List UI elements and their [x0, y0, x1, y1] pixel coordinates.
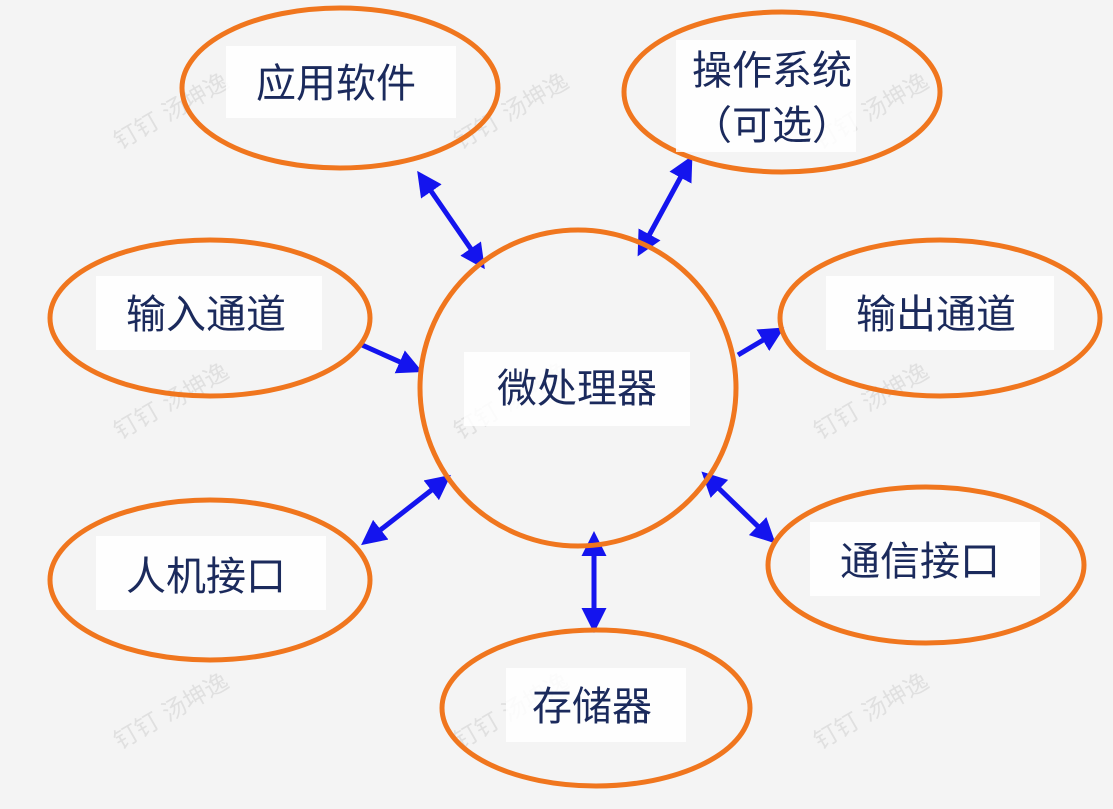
- watermark: 钉钉 汤坤逸: [449, 67, 574, 155]
- app-software-label: 应用软件: [256, 61, 416, 107]
- label-box: [464, 352, 690, 426]
- output-channel-label: 输出通道: [856, 292, 1016, 338]
- label-box: [96, 536, 326, 610]
- center-label: 微处理器: [497, 366, 657, 412]
- node-app-software: 应用软件: [179, 5, 501, 171]
- node-hmi: 人机接口: [47, 497, 373, 663]
- label-box: [826, 276, 1054, 350]
- arrow-os: [637, 155, 693, 257]
- label-box: [506, 668, 686, 742]
- center-circle: [417, 227, 739, 549]
- memory-label: 存储器: [532, 684, 652, 730]
- arrow-input-channel: [360, 342, 423, 374]
- node-comm-interface: 通信接口: [765, 484, 1087, 646]
- node-memory: 存储器: [439, 627, 753, 789]
- watermark: 钉钉 汤坤逸: [109, 67, 234, 155]
- node-ellipse: [47, 497, 373, 663]
- arrows: [360, 155, 785, 633]
- watermark: 钉钉 汤坤逸: [809, 357, 934, 445]
- label-box: [96, 276, 322, 350]
- hmi-label: 人机接口: [126, 554, 286, 600]
- arrow-output-channel: [736, 327, 785, 358]
- node-ellipse: [621, 9, 943, 175]
- input-channel-label: 输入通道: [126, 292, 286, 338]
- node-ellipse: [765, 484, 1087, 646]
- os-label-line2: （可选）: [692, 103, 852, 149]
- watermark: 钉钉 汤坤逸: [809, 667, 934, 755]
- watermark: 钉钉 汤坤逸: [109, 667, 234, 755]
- comm-interface-label: 通信接口: [840, 539, 1000, 585]
- node-ellipse: [777, 237, 1103, 399]
- node-input-channel: 输入通道: [47, 237, 373, 399]
- arrow-hmi: [361, 474, 451, 546]
- watermark: 钉钉 汤坤逸: [109, 357, 234, 445]
- node-ellipse: [47, 237, 373, 399]
- node-os: 操作系统 （可选）: [621, 9, 943, 175]
- label-box: [676, 40, 856, 152]
- label-box: [226, 46, 456, 118]
- node-microprocessor: 微处理器: [417, 227, 739, 549]
- node-ellipse: [439, 627, 753, 789]
- os-label-line1: 操作系统: [692, 48, 852, 94]
- node-output-channel: 输出通道: [777, 237, 1103, 399]
- node-ellipse: [179, 5, 501, 171]
- arrow-app-software: [417, 170, 485, 270]
- label-box: [810, 522, 1040, 596]
- arrow-comm-interface: [701, 471, 776, 544]
